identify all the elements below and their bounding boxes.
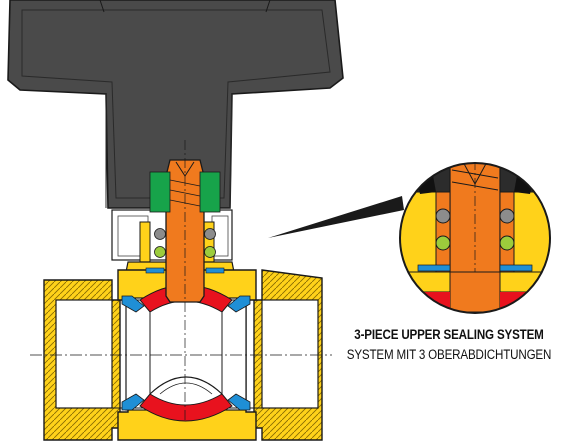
callout-pointer [268,196,404,238]
caption-title: 3-PIECE UPPER SEALING SYSTEM [354,327,544,342]
caption-subtitle: SYSTEM MIT 3 OBERABDICHTUNGEN [346,347,552,362]
stem [145,140,225,420]
detail-magnifier [399,162,551,314]
ball-seats [121,295,251,411]
ball [139,284,233,422]
handle [7,0,344,209]
